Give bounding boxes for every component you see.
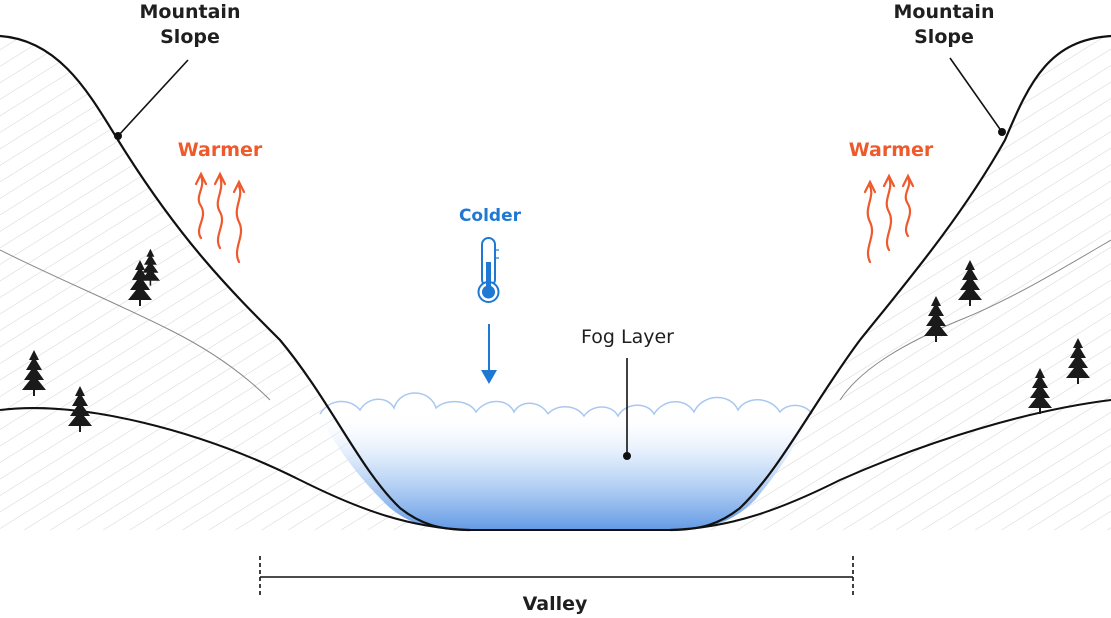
right-slope-line — [669, 34, 1111, 532]
right-slope-shading — [670, 36, 1111, 530]
warmer-label-left: Warmer — [177, 139, 263, 161]
mountain-slope-leader-right — [949, 57, 1003, 133]
valley-floor-line — [0, 399, 1111, 531]
fog-layer-point — [623, 452, 631, 460]
fog-body — [318, 410, 812, 530]
fog-cloud-outline — [319, 392, 813, 418]
mountain-slope-label-right: Mountain Slope — [893, 1, 995, 48]
heat-wave-icon — [863, 173, 915, 264]
left-ridge-line — [0, 249, 271, 401]
left-slope-line — [0, 34, 471, 532]
colder-label: Colder — [458, 206, 522, 226]
left-slope-shading — [0, 36, 470, 530]
heat-wave-icon — [194, 171, 246, 264]
mountain-slope-point-right — [998, 128, 1006, 136]
right-ridge-line — [839, 239, 1111, 401]
fog-layer-label: Fog Layer — [581, 326, 674, 348]
down-arrow-icon — [481, 324, 497, 384]
mountain-slope-point-left — [114, 132, 122, 140]
thermometer-icon — [477, 237, 500, 303]
valley-label: Valley — [522, 593, 588, 615]
mountain-slope-label-left: Mountain Slope — [139, 1, 241, 48]
warmer-label-right: Warmer — [848, 139, 934, 161]
mountain-slope-leader-left — [117, 59, 189, 137]
